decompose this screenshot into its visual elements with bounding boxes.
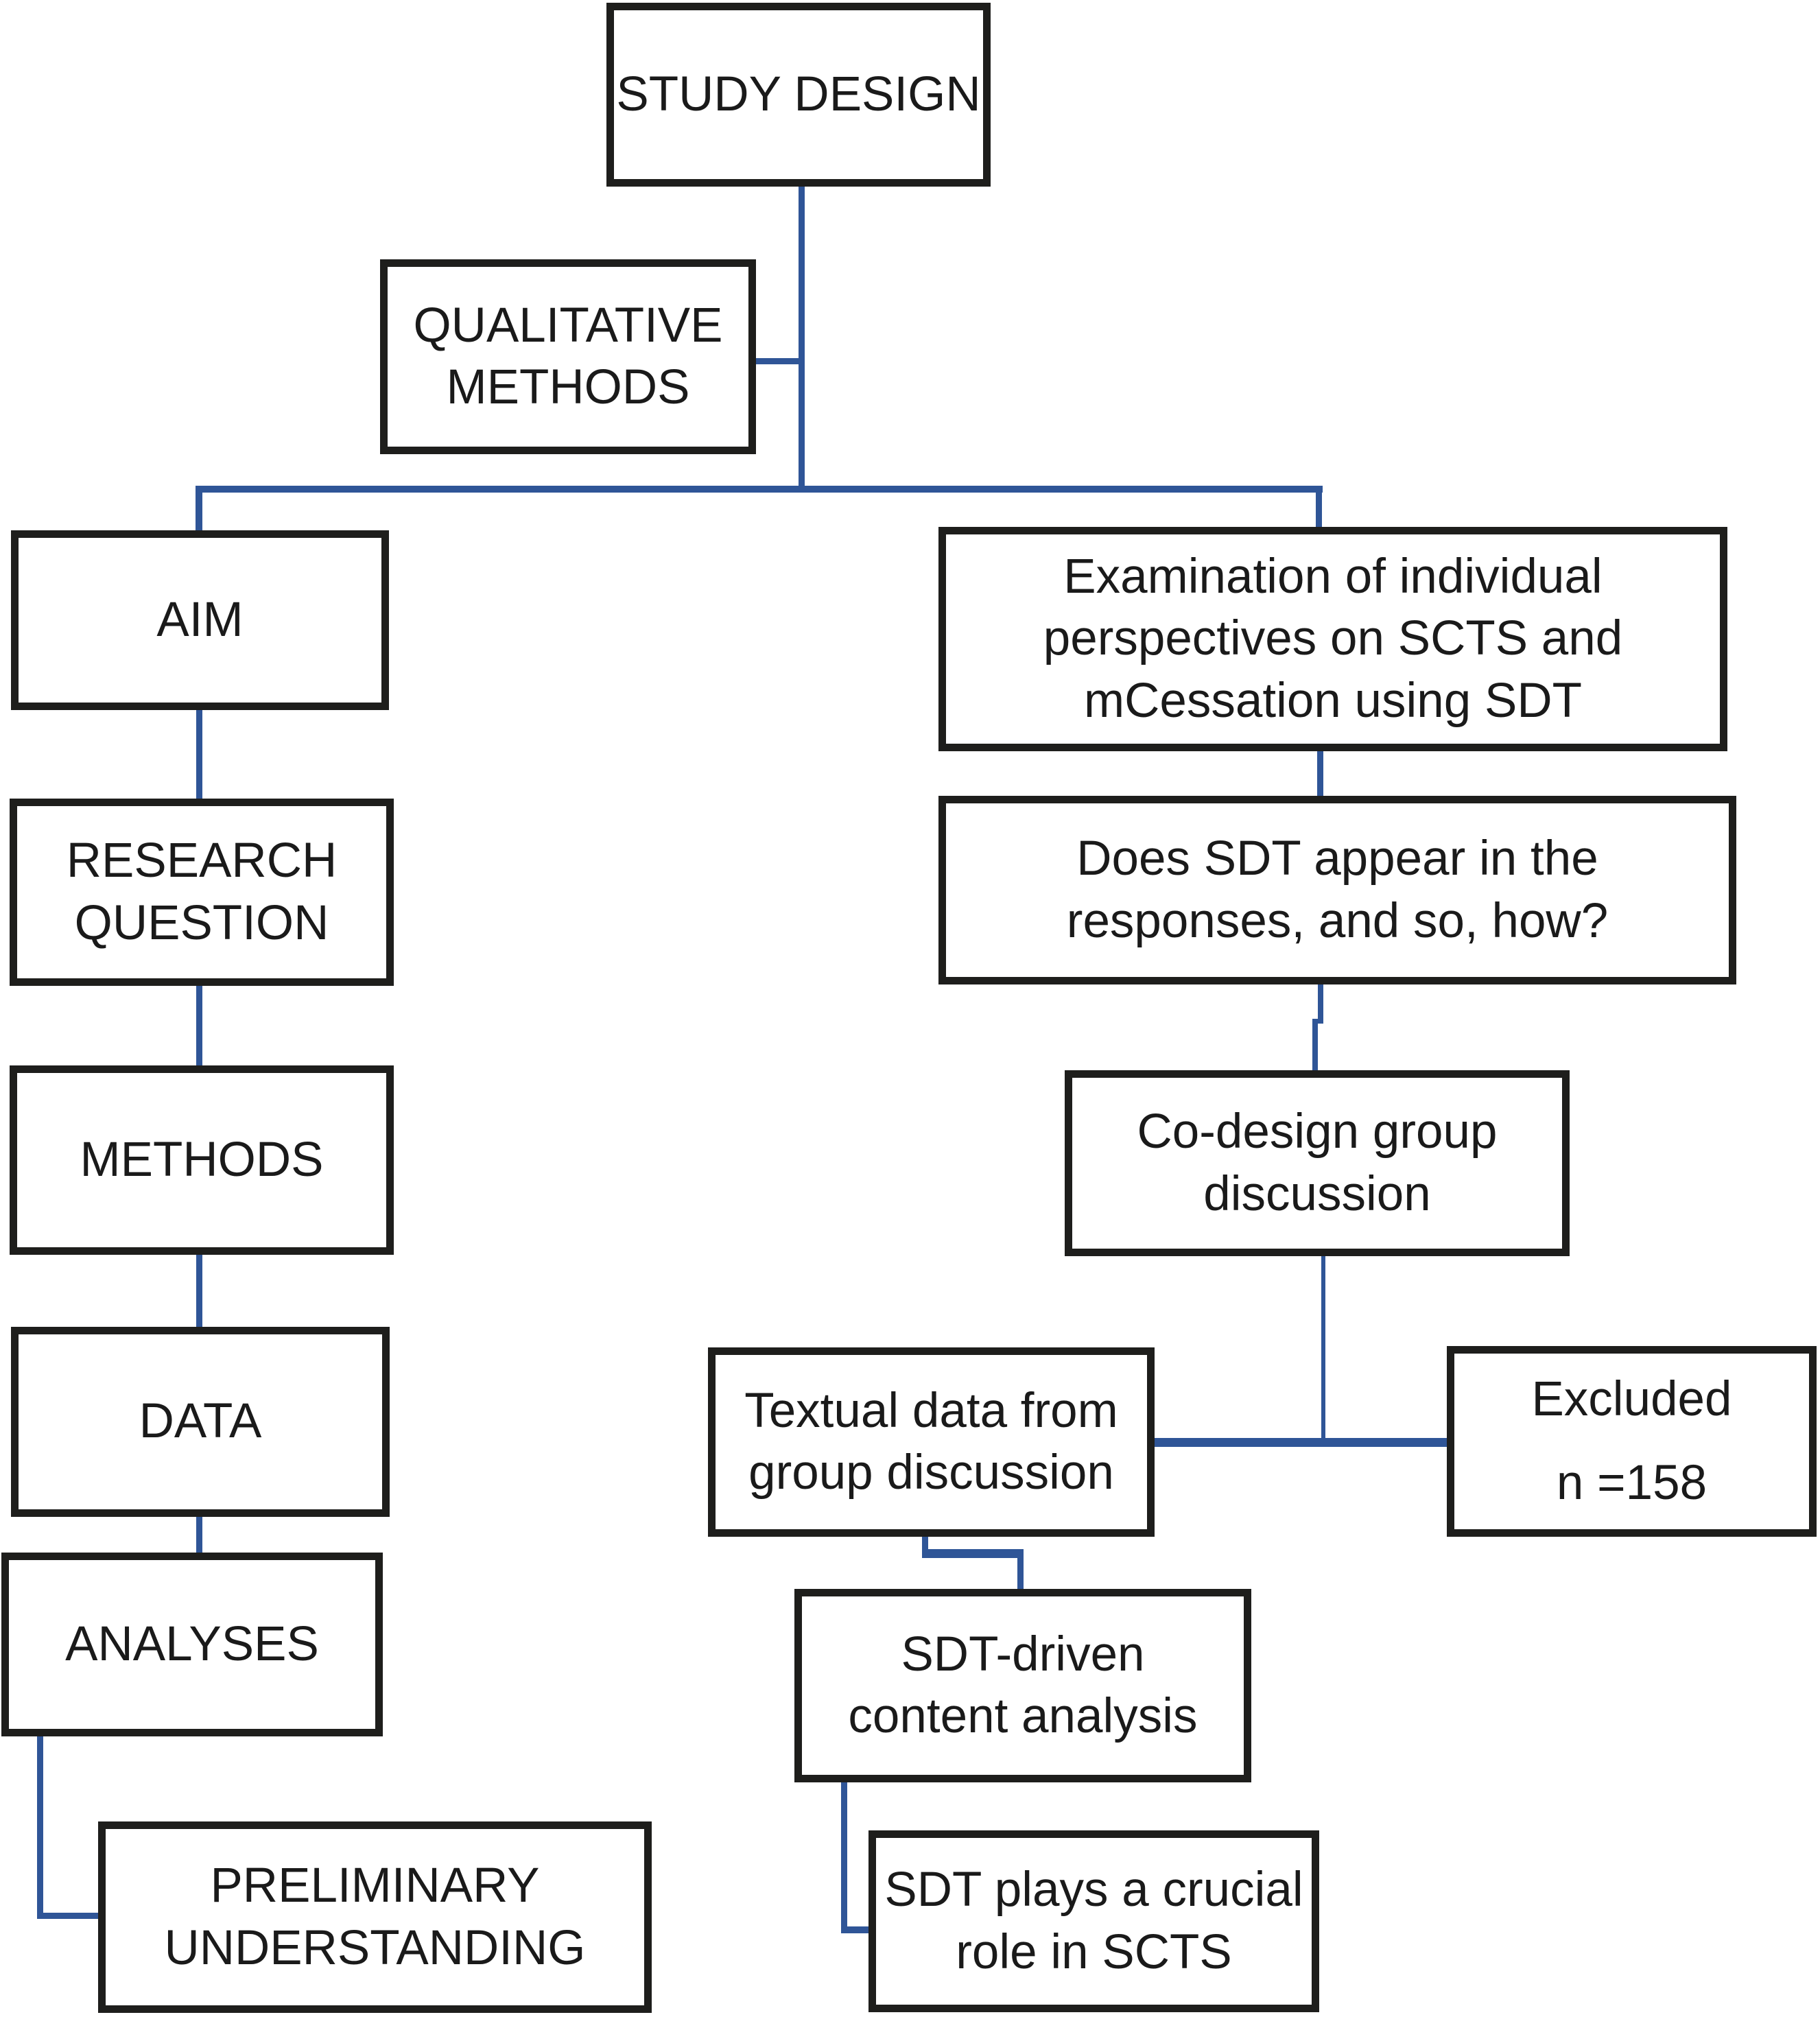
connector-does-sdt-co-design-lower: [1312, 1021, 1318, 1073]
connector-trunk-to-aim: [196, 486, 202, 532]
connector-study-design-trunk: [799, 185, 805, 493]
node-examination-label: Examination of individual perspectives o…: [1043, 550, 1623, 728]
connector-textual-sdt-driven-stub: [922, 1534, 928, 1557]
node-excluded-label: Excluded n =158: [1531, 1371, 1732, 1510]
node-methods: METHODS: [10, 1065, 394, 1255]
connector-trunk-horizontal: [196, 486, 1323, 493]
node-research-question-label: RESEARCH QUESTION: [66, 834, 338, 950]
connector-data-analyses: [196, 1513, 202, 1555]
node-analyses-label: ANALYSES: [65, 1616, 319, 1671]
connector-research-question-methods: [196, 982, 202, 1069]
node-examination-of-individual-perspectives: Examination of individual perspectives o…: [938, 527, 1727, 751]
node-sdt-plays-label: SDT plays a crucial role in SCTS: [884, 1863, 1303, 1979]
node-co-design-group-discussion: Co-design group discussion: [1065, 1070, 1570, 1256]
node-qualitative-methods-label: QUALITATIVE METHODS: [413, 298, 723, 414]
node-aim: AIM: [11, 530, 389, 710]
node-excluded-n-158: Excluded n =158: [1447, 1346, 1817, 1537]
node-co-design-label: Co-design group discussion: [1137, 1105, 1498, 1221]
node-qualitative-methods: QUALITATIVE METHODS: [380, 259, 756, 454]
connector-aim-research-question: [196, 707, 202, 801]
node-textual-data-from-group-discussion: Textual data from group discussion: [708, 1347, 1155, 1537]
node-study-design-label: STUDY DESIGN: [616, 67, 981, 121]
connector-methods-data: [196, 1251, 202, 1330]
node-does-sdt-appear: Does SDT appear in the responses, and so…: [938, 796, 1736, 984]
node-sdt-driven-content-analysis: SDT-driven content analysis: [794, 1589, 1251, 1782]
node-sdt-plays-crucial-role: SDT plays a crucial role in SCTS: [868, 1830, 1319, 2012]
connector-sdt-driven-sdt-plays-horizontal: [841, 1926, 870, 1933]
connector-trunk-to-examination: [1316, 486, 1322, 528]
node-research-question: RESEARCH QUESTION: [10, 799, 394, 986]
node-aim-label: AIM: [156, 592, 244, 647]
connector-textual-sdt-driven-horizontal: [922, 1549, 1024, 1558]
connector-analyses-preliminary-vertical: [37, 1734, 43, 1919]
connector-sdt-driven-sdt-plays-vertical: [841, 1780, 847, 1933]
node-data-label: DATA: [139, 1394, 262, 1449]
connector-co-design-junction: [1321, 1253, 1325, 1445]
node-methods-label: METHODS: [80, 1132, 324, 1187]
connector-qualitative-methods-trunk: [753, 358, 801, 364]
node-data: DATA: [11, 1327, 390, 1517]
connector-analyses-preliminary-horizontal: [37, 1913, 102, 1919]
node-sdt-driven-label: SDT-driven content analysis: [848, 1627, 1198, 1743]
connector-textual-excluded-junction: [1155, 1438, 1447, 1447]
connector-examination-does-sdt: [1317, 748, 1323, 799]
node-preliminary-understanding-label: PRELIMINARY UNDERSTANDING: [164, 1859, 586, 1975]
node-analyses: ANALYSES: [1, 1553, 383, 1736]
connector-does-sdt-co-design-upper: [1318, 981, 1323, 1024]
node-study-design: STUDY DESIGN: [606, 3, 991, 187]
node-textual-data-label: Textual data from group discussion: [744, 1383, 1118, 1500]
node-preliminary-understanding: PRELIMINARY UNDERSTANDING: [98, 1821, 652, 2013]
node-does-sdt-appear-label: Does SDT appear in the responses, and so…: [1066, 831, 1609, 948]
connector-does-sdt-co-design-jog: [1312, 1019, 1323, 1024]
connector-textual-sdt-driven-vertical: [1017, 1555, 1024, 1590]
